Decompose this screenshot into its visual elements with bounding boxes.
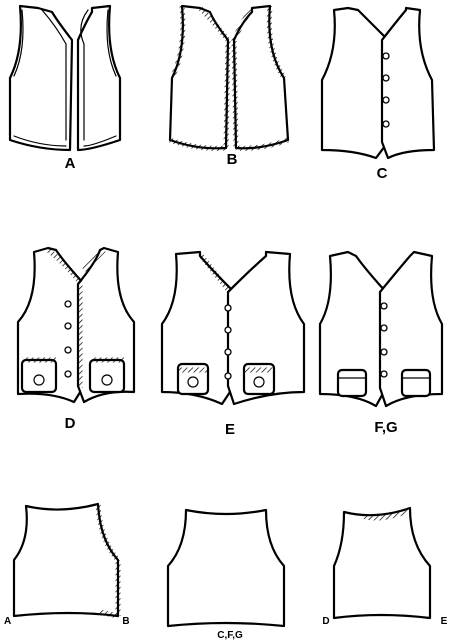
back-label-d: D — [322, 616, 329, 627]
vest-view-d — [16, 246, 136, 404]
vest-view-b — [168, 4, 290, 151]
view-label-fg: F,G — [374, 419, 397, 436]
view-label-a: A — [65, 155, 76, 172]
view-label-b: B — [227, 151, 238, 168]
vest-view-e — [160, 250, 306, 406]
back-label-a: A — [4, 616, 11, 627]
view-label-c: C — [377, 165, 388, 182]
vest-view-c — [320, 6, 436, 160]
vest-back-cfg — [166, 508, 286, 628]
view-label-d: D — [65, 415, 76, 432]
vest-back-ab — [12, 502, 121, 619]
back-label-b: B — [122, 616, 129, 627]
back-label-e: E — [441, 616, 448, 627]
vest-view-fg — [318, 250, 444, 408]
view-label-e: E — [225, 421, 235, 438]
back-label-cfg: C,F,G — [217, 630, 243, 641]
vest-view-a — [8, 4, 122, 152]
vest-back-de — [332, 506, 432, 620]
